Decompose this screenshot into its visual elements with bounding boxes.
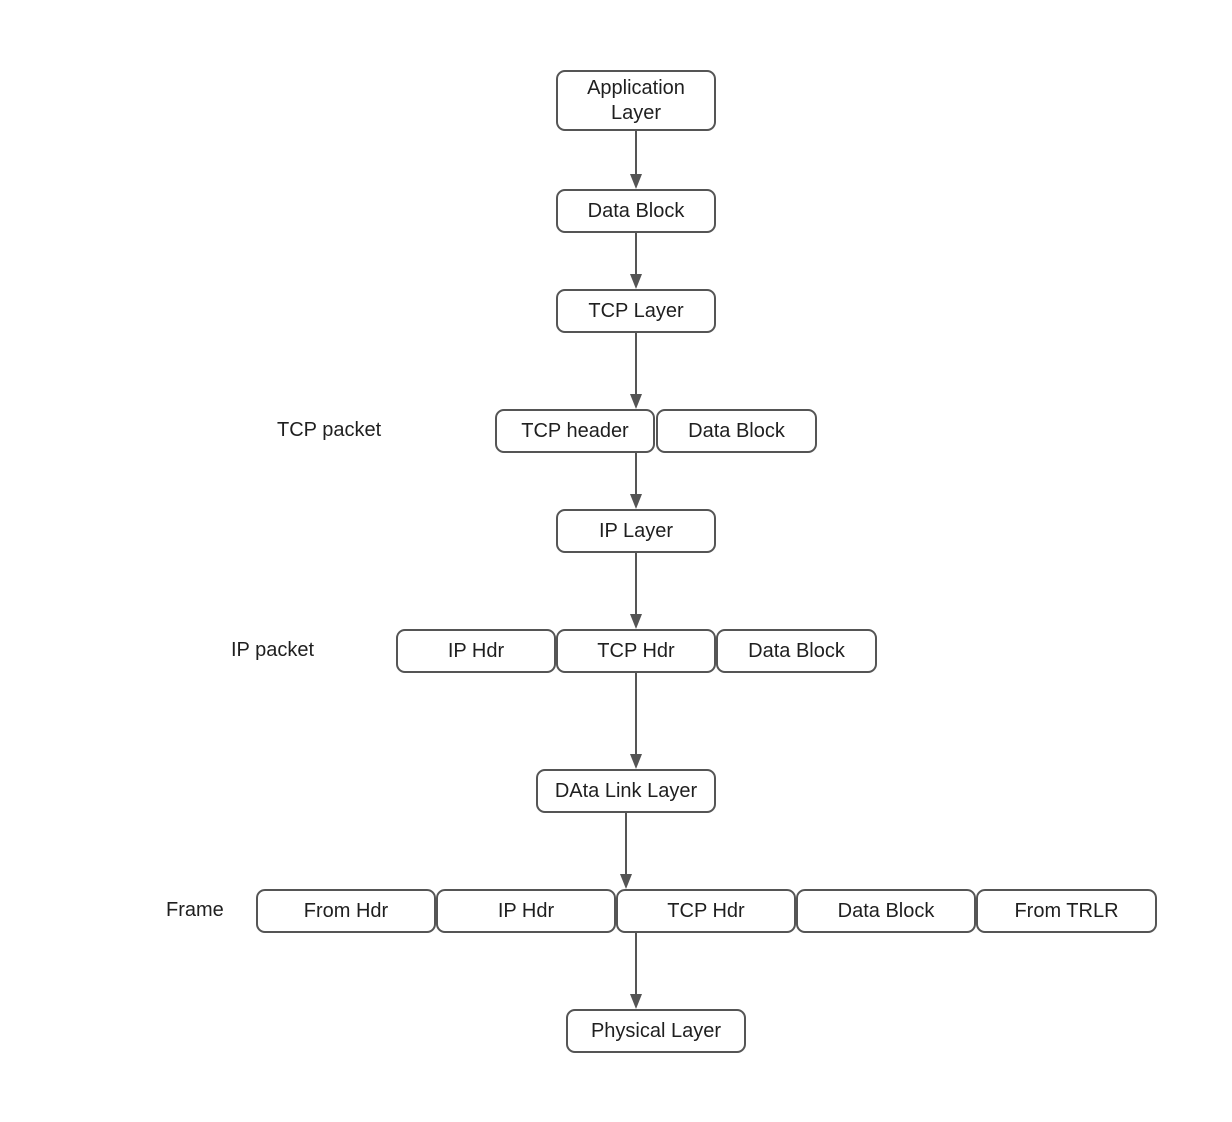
arrow-ip-layer-to-ip-packet	[626, 553, 646, 629]
segment-ip-packet-tcp-hdr[interactable]: TCP Hdr	[556, 629, 716, 673]
node-application-layer[interactable]: Application Layer	[556, 70, 716, 131]
node-physical-layer[interactable]: Physical Layer	[566, 1009, 746, 1053]
arrow-data-link-layer-to-frame	[616, 813, 636, 889]
row-label-tcp-packet: TCP packet	[277, 419, 382, 441]
row-label-ip-packet: IP packet	[231, 639, 315, 661]
segment-frame-ip-hdr[interactable]: IP Hdr	[436, 889, 616, 933]
arrow-tcp-packet-to-ip-layer	[626, 453, 646, 509]
arrow-tcp-layer-to-tcp-packet	[626, 333, 646, 409]
arrow-ip-packet-to-data-link-layer	[626, 673, 646, 769]
segment-frame-data-block[interactable]: Data Block	[796, 889, 976, 933]
arrow-data-block-to-tcp-layer	[626, 233, 646, 289]
row-label-frame: Frame	[166, 899, 224, 921]
arrow-frame-to-physical-layer	[626, 933, 646, 1009]
segment-tcp-packet-data-block[interactable]: Data Block	[656, 409, 817, 453]
arrow-application-layer-to-data-block	[626, 131, 646, 189]
node-ip-layer[interactable]: IP Layer	[556, 509, 716, 553]
node-tcp-layer[interactable]: TCP Layer	[556, 289, 716, 333]
node-data-block-1[interactable]: Data Block	[556, 189, 716, 233]
segment-ip-packet-data-block[interactable]: Data Block	[716, 629, 877, 673]
segment-frame-tcp-hdr[interactable]: TCP Hdr	[616, 889, 796, 933]
segment-ip-packet-ip-hdr[interactable]: IP Hdr	[396, 629, 556, 673]
segment-tcp-packet-tcp-header[interactable]: TCP header	[495, 409, 655, 453]
node-data-link-layer[interactable]: DAta Link Layer	[536, 769, 716, 813]
segment-frame-from-trlr[interactable]: From TRLR	[976, 889, 1157, 933]
segment-frame-from-hdr[interactable]: From Hdr	[256, 889, 436, 933]
